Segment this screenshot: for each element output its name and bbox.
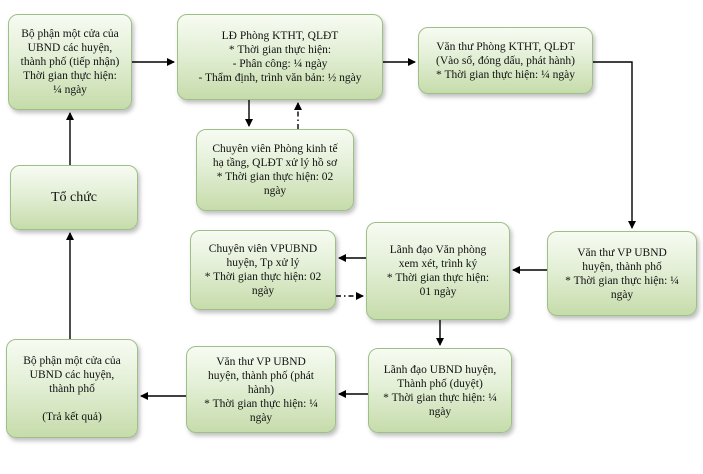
node-text-line: Bộ phận một cửa của (21, 28, 119, 40)
node-text-line: * Thời gian thực hiện: ¼ (565, 274, 679, 287)
node-text-line (71, 396, 74, 410)
node-text-line: UBND các huyện, (27, 42, 113, 54)
node-ld-phong-ktht: LĐ Phòng KTHT, QLĐT * Thời gian thực hiện… (177, 14, 383, 100)
node-chuyen-vien-phong-kinh-te: Chuyên viên Phòng kinh tế hạ tầng, QLĐT x… (196, 129, 354, 211)
node-text-line: UBND các huyện, (29, 368, 115, 381)
node-text-line: ngày (251, 285, 275, 297)
node-text-line: LĐ Phòng KTHT, QLĐT (221, 30, 339, 42)
node-text-line: * Thời gian thực hiện: 02 (216, 171, 334, 183)
node-text-line: * Thời gian thực hiện: (386, 272, 490, 284)
node-text-line: * Thời gian thực hiện: ¼ ngày (436, 68, 575, 81)
node-text-line: (Vào sổ, đóng dấu, phát hành) (436, 54, 575, 67)
node-text-line: Bộ phận một cửa của (23, 354, 121, 367)
node-text-line: huyện, Tp xử lý (226, 257, 300, 269)
node-lanh-dao-van-phong: Lãnh đạo Văn phòng xem xét, trình ký * Thờ… (366, 222, 510, 320)
node-text-line: Văn thư VP UBND (216, 355, 306, 368)
node-text-line: xem xét, trình ký (398, 258, 478, 270)
node-to-chuc: Tổ chức (10, 165, 138, 230)
node-text-line: - Phân công: ¼ ngày (232, 58, 328, 70)
node-text-line: thành phố (49, 382, 95, 395)
node-text-line: hành) (247, 383, 275, 396)
node-text-line: huyện, thành phố (582, 260, 662, 273)
node-text-line: ngày (428, 405, 452, 418)
node-text-line: Văn thư VP UBND (577, 246, 667, 259)
node-van-thu-phong-ktht: Văn thư Phòng KTHT, QLĐT(Vào sổ, đóng dấ… (418, 27, 593, 94)
node-text-line: Chuyên viên VPUBND (208, 243, 318, 255)
node-lanh-dao-ubnd: Lãnh đạo UBND huyện,Thành phố (duyệt)* T… (368, 348, 512, 433)
node-text-line: * Thời gian thực hiện: ¼ (204, 397, 318, 410)
node-chuyen-vien-vpubnd: Chuyên viên VPUBND huyện, Tp xử lý * Thời … (190, 230, 336, 310)
node-text-line: * Thời gian thực hiện: (228, 44, 332, 56)
node-text-line: Lãnh đạo UBND huyện, (383, 363, 497, 376)
node-text-line: Chuyên viên Phòng kinh tế (212, 143, 338, 155)
node-text-line: ngày (249, 411, 273, 424)
node-text-line: * Thời gian thực hiện: 02 (204, 271, 322, 283)
node-text-line: ¼ ngày (53, 84, 87, 96)
node-text-line: Thời gian thực hiện: (23, 70, 117, 82)
node-text-line: hạ tầng, QLĐT xử lý hồ sơ (212, 157, 338, 169)
node-text-line: thành phố (tiếp nhận) (20, 56, 120, 68)
arrow-n3-to-n8 (593, 61, 636, 229)
node-text-line: - Thẩm định, trình văn bản: ½ ngày (198, 72, 362, 84)
node-text-line: Văn thư Phòng KTHT, QLĐT (436, 40, 575, 53)
node-text-line: (Trả kết quả) (42, 410, 102, 423)
node-text-line: ngày (263, 185, 287, 197)
node-text-line: Lãnh đạo Văn phòng (389, 244, 487, 256)
node-text-line: huyện, thành phố (phát (207, 369, 315, 382)
node-text-line: ngày (610, 288, 634, 301)
node-text-line: * Thời gian thực hiện: ¼ (383, 391, 497, 404)
node-text-line: Thành phố (duyệt) (397, 377, 483, 390)
node-text-line: Tổ chức (50, 189, 98, 205)
node-text-line: 01 ngày (419, 286, 457, 298)
